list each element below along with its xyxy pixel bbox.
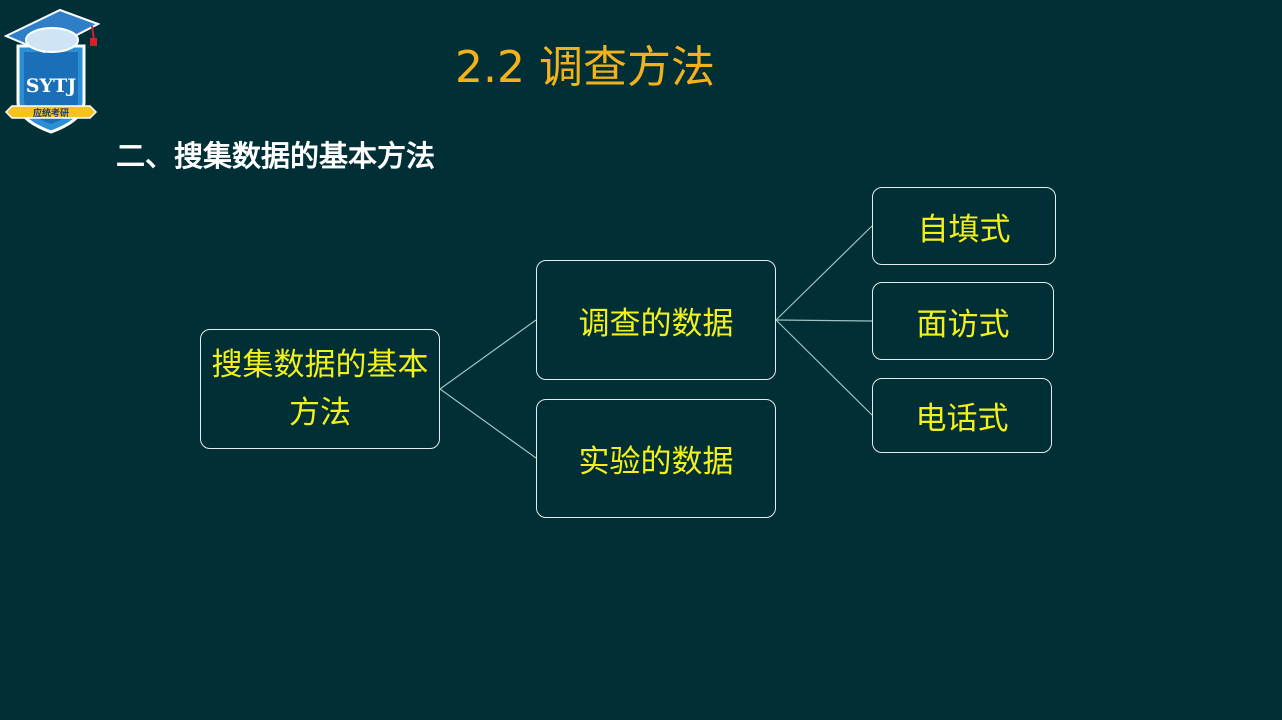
logo-banner-text: 应统考研 (33, 107, 69, 119)
connector-root-experiment (439, 388, 537, 459)
connector-survey-phone (775, 319, 873, 416)
section-heading: 二、搜集数据的基本方法 (116, 139, 436, 173)
node-experiment-label: 实验的数据 (578, 444, 734, 480)
logo-text: SYTJ (26, 75, 76, 97)
connector-root-survey (439, 319, 537, 390)
connector-survey-face (775, 319, 873, 322)
node-root-label: 搜集数据的基本方法 (211, 347, 429, 431)
node-telephone: 电话式 (872, 378, 1052, 453)
node-survey-label: 调查的数据 (578, 305, 734, 342)
node-root: 搜集数据的基本方法 (200, 329, 440, 449)
node-self-label: 自填式 (917, 211, 1011, 248)
node-survey-data: 调查的数据 (536, 260, 776, 380)
node-experiment-data: 实验的数据 (536, 399, 776, 518)
connector-survey-self (775, 225, 873, 321)
sytj-logo-icon: SYTJ 应统考研 (4, 8, 100, 134)
node-face-to-face: 面访式 (872, 282, 1054, 360)
node-face-label: 面访式 (916, 306, 1010, 343)
node-phone-label: 电话式 (915, 401, 1009, 437)
page-title: 2.2 调查方法 (455, 42, 715, 93)
node-self-administered: 自填式 (872, 187, 1056, 265)
